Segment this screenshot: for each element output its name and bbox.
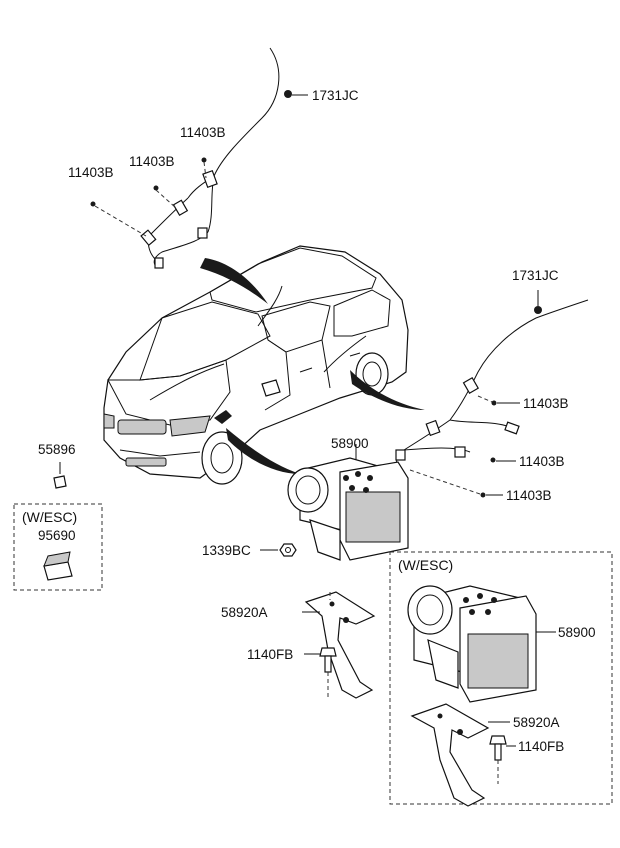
rear-sensor-harness xyxy=(395,290,589,498)
label-95690: 95690 xyxy=(38,528,76,543)
front-sensor-harness xyxy=(90,47,308,269)
label-1140fb-esc: 1140FB xyxy=(518,739,564,754)
esc-box-right xyxy=(389,551,613,805)
label-11403b-r3: 11403B xyxy=(506,488,552,503)
esc-bolt xyxy=(489,735,516,784)
label-58900-esc: 58900 xyxy=(558,625,596,640)
label-58900: 58900 xyxy=(331,436,369,451)
leader-pointers xyxy=(200,258,425,474)
label-11403b-a: 11403B xyxy=(180,125,226,140)
esc-bracket xyxy=(410,703,510,807)
label-58920a-esc: 58920A xyxy=(513,715,560,730)
vehicle-illustration xyxy=(103,245,409,485)
bracket-58920a xyxy=(302,591,376,699)
nut-1339bc xyxy=(260,543,297,557)
label-1140fb: 1140FB xyxy=(247,647,293,662)
bolt-1140fb xyxy=(304,647,337,700)
label-11403b-r2: 11403B xyxy=(519,454,565,469)
label-1731jc-top: 1731JC xyxy=(312,88,359,103)
label-1731jc-right: 1731JC xyxy=(512,268,559,283)
label-1339bc: 1339BC xyxy=(202,543,251,558)
abs-hecu-unit xyxy=(287,444,409,561)
sensor-55896 xyxy=(53,462,67,489)
part-labels: 1731JC 11403B 11403B 11403B 1731JC 11403… xyxy=(22,88,596,754)
esc-title-left: (W/ESC) xyxy=(22,509,77,525)
label-55896: 55896 xyxy=(38,442,76,457)
label-11403b-c: 11403B xyxy=(68,165,114,180)
label-11403b-r1: 11403B xyxy=(523,396,569,411)
label-11403b-b: 11403B xyxy=(129,154,175,169)
sensor-95690 xyxy=(43,551,73,581)
esc-box-left xyxy=(13,503,103,591)
label-58920a: 58920A xyxy=(221,605,268,620)
esc-hecu-unit xyxy=(407,585,556,703)
esc-title-right: (W/ESC) xyxy=(398,557,453,573)
